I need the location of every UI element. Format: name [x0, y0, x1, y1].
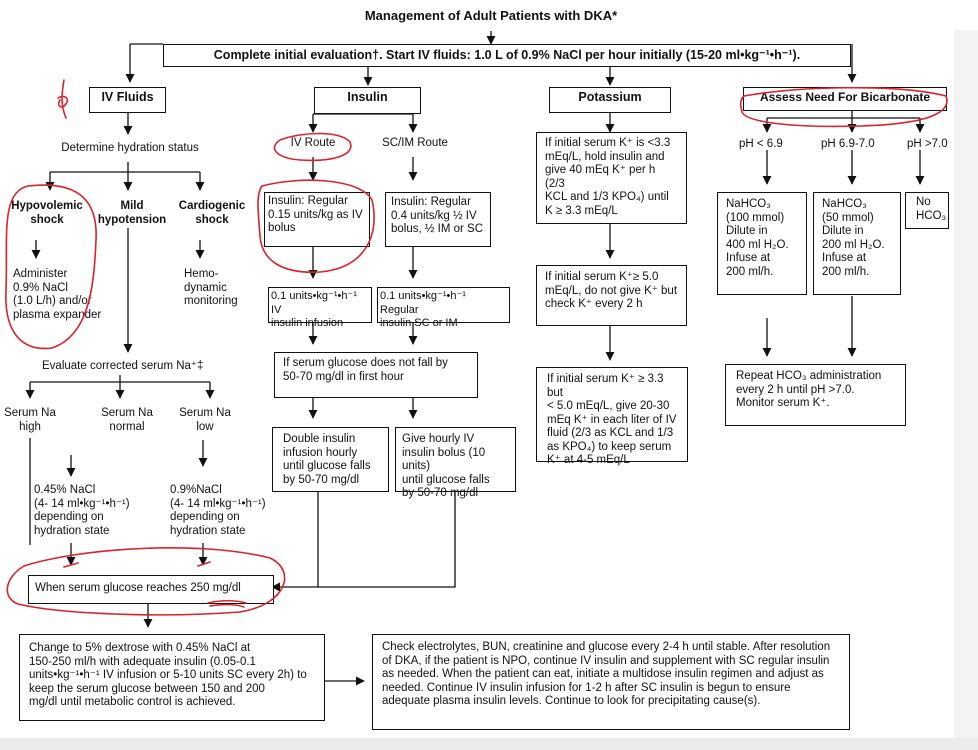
normal-saline-label: 0.9%NaCl (4- 14 ml•kg⁻¹•h⁻¹) depending o…: [170, 484, 266, 537]
evaluate-sodium-label: Evaluate corrected serum Na⁺‡: [42, 360, 204, 372]
dextrose-box: Change to 5% dextrose with 0.45% NaCl at…: [19, 634, 325, 721]
half-normal-saline-label: 0.45% NaCl (4- 14 ml•kg⁻¹•h⁻¹) depending…: [34, 484, 130, 537]
hourly-bolus-box: Give hourly IV insulin bolus (10 units) …: [395, 427, 516, 499]
nahco3-100-box: NaHCO₃ (100 mmol) Dilute in 400 ml H₂O. …: [717, 192, 807, 295]
electrolytes-box: Check electrolytes, BUN, creatinine and …: [372, 634, 850, 730]
diagram-title: Management of Adult Patients with DKA*: [364, 8, 618, 23]
low-potassium-box: If initial serum K⁺ is <3.3 mEq/L, hold …: [536, 132, 687, 224]
serum-na-low-label: Serum Na low: [179, 407, 231, 433]
serum-na-high-label: Serum Na high: [4, 407, 56, 433]
glucose-250-box: When serum glucose reaches 250 mg/dl: [28, 575, 274, 604]
iv-infusion-box: 0.1 units•kg⁻¹•h⁻¹ IV insulin infusion: [268, 287, 372, 329]
iv-fluids-header: IV Fluids: [89, 87, 166, 113]
high-potassium-box: If initial serum K⁺≥ 5.0 mEq/L, do not g…: [536, 265, 687, 326]
sc-regular-box: 0.1 units•kg⁻¹•h⁻¹ Regular insulin SC or…: [377, 287, 510, 329]
serum-na-normal-label: Serum Na normal: [101, 407, 153, 433]
double-insulin-box: Double insulin infusion hourly until glu…: [272, 427, 389, 492]
hemodynamic-monitoring-label: Hemo- dynamic monitoring: [184, 268, 238, 307]
hydration-status-label: Determine hydration status: [61, 142, 199, 154]
insulin-header: Insulin: [314, 87, 421, 114]
ph-mid-label: pH 6.9-7.0: [821, 138, 875, 150]
bottom-strip: [0, 738, 978, 750]
bicarbonate-header: Assess Need For Bicarbonate: [743, 87, 947, 111]
ph-below-label: pH < 6.9: [739, 138, 783, 150]
mild-hypotension-label: Mild hypotension: [97, 200, 167, 226]
potassium-header: Potassium: [549, 87, 671, 113]
repeat-hco3-box: Repeat HCO₃ administration every 2 h unt…: [725, 364, 906, 426]
administer-nacl-label: Administer 0.9% NaCl (1.0 L/h) and/or pl…: [13, 268, 102, 321]
no-hco3-box: No HCO₃: [905, 192, 949, 229]
nahco3-50-box: NaHCO₃ (50 mmol) Dilute in 200 ml H₂O. I…: [813, 192, 901, 295]
ph-above-label: pH >7.0: [907, 138, 948, 150]
glucose-not-falling-box: If serum glucose does not fall by 50-70 …: [274, 352, 478, 398]
sc-dose-box: Insulin: Regular 0.4 units/kg ½ IV bolus…: [385, 192, 491, 247]
initial-evaluation-box: Complete initial evaluation†. Start IV f…: [163, 44, 851, 67]
iv-route-label: IV Route: [290, 137, 336, 149]
scrollbar-track: [954, 30, 978, 738]
iv-bolus-box: Insulin: Regular 0.15 units/kg as IV bol…: [264, 192, 370, 247]
sc-im-route-label: SC/IM Route: [382, 137, 448, 149]
hypovolemic-shock-label: Hypovolemic shock: [11, 200, 83, 226]
mid-potassium-box: If initial serum K⁺ ≥ 3.3 but < 5.0 mEq/…: [536, 367, 688, 466]
cardiogenic-shock-label: Cardiogenic shock: [178, 200, 246, 226]
